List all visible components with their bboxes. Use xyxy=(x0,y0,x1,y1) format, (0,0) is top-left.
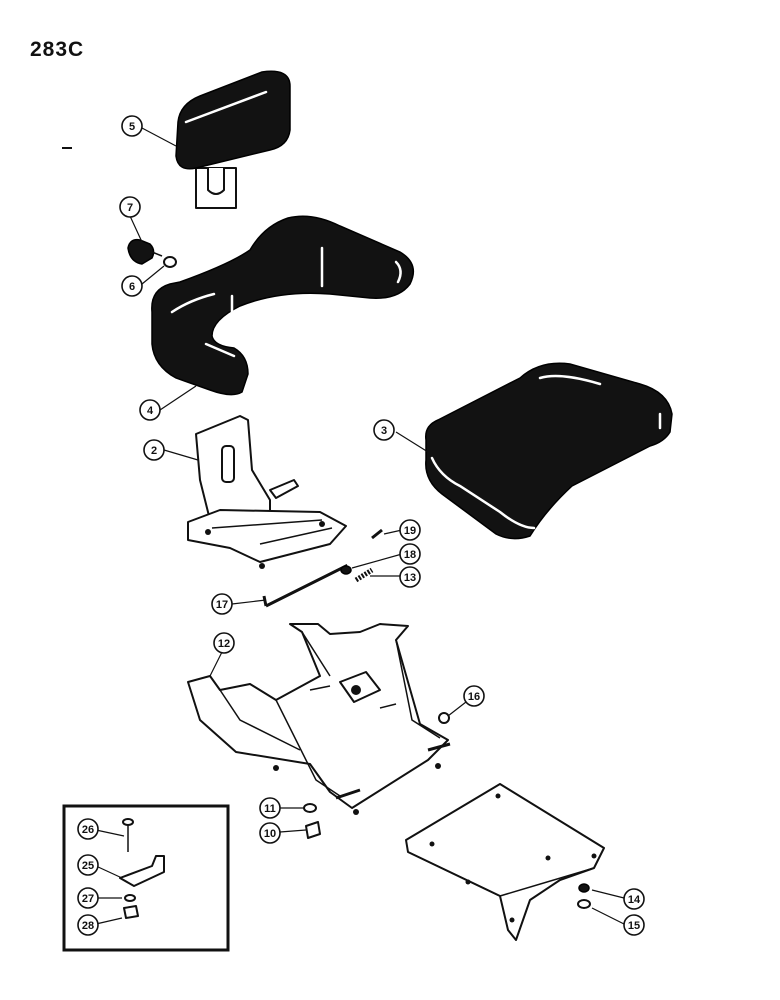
callout-25: 25 xyxy=(77,854,99,876)
svg-text:26: 26 xyxy=(82,824,94,836)
nut-bolt-parts xyxy=(303,803,321,839)
callout-12: 12 xyxy=(213,632,235,654)
plug-part xyxy=(438,712,450,724)
callout-2: 2 xyxy=(143,439,165,461)
svg-text:17: 17 xyxy=(216,599,228,611)
callout-7: 7 xyxy=(119,196,141,218)
svg-text:25: 25 xyxy=(82,860,94,872)
page-number: 283C xyxy=(30,38,85,61)
svg-text:6: 6 xyxy=(129,281,135,293)
svg-text:14: 14 xyxy=(628,894,641,906)
callout-11: 11 xyxy=(259,797,281,819)
svg-text:27: 27 xyxy=(82,893,94,905)
callout-18: 18 xyxy=(399,543,421,565)
svg-text:2: 2 xyxy=(151,445,157,457)
callout-17: 17 xyxy=(211,593,233,615)
back-cushion-part xyxy=(151,215,415,396)
svg-text:3: 3 xyxy=(381,425,387,437)
callout-13: 13 xyxy=(399,566,421,588)
callout-3: 3 xyxy=(373,419,395,441)
svg-text:7: 7 xyxy=(127,202,133,214)
callout-14: 14 xyxy=(623,888,645,910)
small-hardware-parts xyxy=(340,528,383,583)
svg-text:15: 15 xyxy=(628,920,640,932)
svg-text:19: 19 xyxy=(404,525,416,537)
callout-15: 15 xyxy=(623,914,645,936)
svg-text:13: 13 xyxy=(404,572,416,584)
svg-text:12: 12 xyxy=(218,638,230,650)
svg-text:10: 10 xyxy=(264,828,276,840)
callout-27: 27 xyxy=(77,887,99,909)
callout-6: 6 xyxy=(121,275,143,297)
callout-16: 16 xyxy=(463,685,485,707)
svg-text:18: 18 xyxy=(404,549,416,561)
knob-part xyxy=(127,238,177,268)
svg-text:4: 4 xyxy=(147,405,154,417)
seat-cushion-part xyxy=(425,362,673,540)
rod-part xyxy=(262,563,350,608)
callout-28: 28 xyxy=(77,914,99,936)
seat-base-part xyxy=(187,623,451,815)
svg-text:5: 5 xyxy=(129,121,135,133)
svg-text:28: 28 xyxy=(82,920,94,932)
callout-19: 19 xyxy=(399,519,421,541)
svg-text:11: 11 xyxy=(264,803,276,815)
callout-4: 4 xyxy=(139,399,161,421)
lower-bracket-part xyxy=(405,783,605,941)
callout-10: 10 xyxy=(259,822,281,844)
headrest-part xyxy=(175,70,291,209)
svg-text:16: 16 xyxy=(468,691,480,703)
callout-26: 26 xyxy=(77,818,99,840)
washer-parts xyxy=(577,883,591,909)
back-bracket-part xyxy=(187,415,347,569)
callout-5: 5 xyxy=(121,115,143,137)
